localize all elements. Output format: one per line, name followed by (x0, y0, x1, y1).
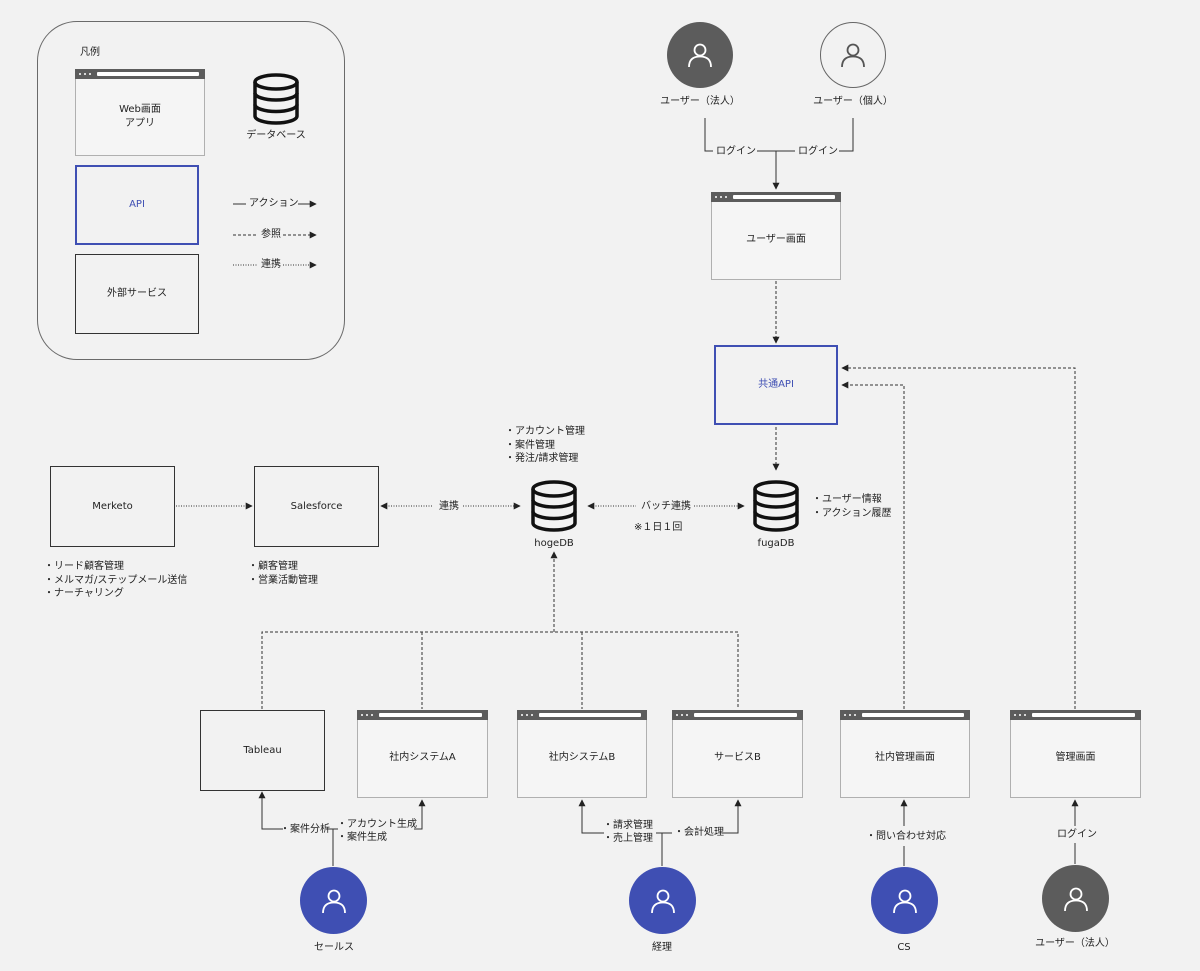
fugadb-label: fugaDB (757, 538, 795, 549)
edge-login-corp (704, 118, 713, 152)
billing-line: ・請求管理 (603, 820, 653, 831)
legend-api-label: API (129, 199, 145, 210)
edge-sales-tableau-2 (258, 791, 283, 830)
salesforce-label: Salesforce (290, 500, 343, 512)
internal-admin-box: 社内管理画面 (840, 710, 970, 798)
legend-reference-label: 参照 (261, 229, 281, 240)
legend-panel (37, 21, 345, 360)
login-left-label: ログイン (716, 146, 756, 157)
merketo-note: メルマガ/ステップメール送信 (44, 574, 187, 588)
batch-label: バッチ連携 (641, 501, 691, 512)
legend-api-box: API (75, 165, 199, 245)
login-bottom-label: ログイン (1057, 829, 1097, 840)
renkei-label: 連携 (439, 501, 459, 512)
legend-action-label: アクション (249, 198, 299, 209)
hogedb-note: 発注/請求管理 (505, 452, 585, 466)
account-create-label: ・アカウント生成 ・案件生成 (337, 818, 417, 844)
user-screen-box: ユーザー画面 (711, 192, 841, 280)
sales-label: セールス (314, 942, 354, 953)
legend-webapp-label: Web画面 アプリ (119, 103, 161, 129)
edge-login-individual (839, 118, 854, 152)
person-icon (300, 867, 367, 934)
account-create-line: ・アカウント生成 (337, 819, 417, 830)
merketo-note: ナーチャリング (44, 587, 187, 601)
anken-bunseki-label: ・案件分析 (280, 824, 330, 835)
person-icon (1042, 865, 1109, 932)
inquiry-label: ・問い合わせ対応 (866, 831, 946, 842)
person-icon (629, 867, 696, 934)
person-icon (871, 867, 938, 934)
legend-title: 凡例 (80, 47, 100, 58)
fugadb-notes: ユーザー情報 アクション履歴 (812, 493, 892, 520)
login-right-label: ログイン (798, 146, 838, 157)
service-b-box: サービスB (672, 710, 803, 798)
salesforce-notes: 顧客管理 営業活動管理 (248, 560, 318, 587)
database-icon (530, 480, 578, 536)
kaikei-label: ・会計処理 (674, 827, 724, 838)
legend-database-label: データベース (246, 130, 306, 141)
merketo-label: Merketo (92, 500, 133, 512)
user-screen-label: ユーザー画面 (746, 234, 806, 245)
person-icon (667, 22, 733, 88)
tableau-box: Tableau (200, 710, 325, 791)
salesforce-note: 顧客管理 (248, 560, 318, 574)
billing-label: ・請求管理 ・売上管理 (603, 819, 653, 845)
database-icon (252, 73, 300, 129)
legend-external-label: 外部サービス (107, 288, 167, 299)
hogedb-note: 案件管理 (505, 439, 585, 453)
sales-mgmt-line: ・売上管理 (603, 833, 653, 844)
hogedb-notes: アカウント管理 案件管理 発注/請求管理 (505, 425, 585, 466)
edge-acct-sysb (656, 832, 663, 866)
internal-system-b-label: 社内システムB (548, 752, 616, 763)
common-api-box: 共通API (714, 345, 838, 425)
user-corp-bottom-label: ユーザー（法人） (1035, 938, 1115, 949)
edge-acct-serviceb-2 (722, 799, 742, 834)
anken-create-line: ・案件生成 (337, 832, 387, 843)
internal-system-a-box: 社内システムA (357, 710, 488, 798)
admin-screen-label: 管理画面 (1055, 752, 1096, 763)
user-corp-top-label: ユーザー（法人） (660, 96, 740, 107)
hogedb-label: hogeDB (534, 538, 574, 549)
edge-internaladmin-api (841, 381, 905, 709)
merketo-box: Merketo (50, 466, 175, 547)
common-api-label: 共通API (758, 379, 794, 390)
internal-system-b-box: 社内システムB (517, 710, 647, 798)
internal-system-a-label: 社内システムA (389, 752, 456, 763)
legend-external-box: 外部サービス (75, 254, 199, 334)
cs-label: CS (897, 942, 911, 953)
user-individual-label: ユーザー（個人） (813, 96, 893, 107)
legend-webapp-box: Web画面 アプリ (75, 69, 205, 156)
admin-screen-box: 管理画面 (1010, 710, 1141, 798)
salesforce-box: Salesforce (254, 466, 379, 547)
merketo-notes: リード顧客管理 メルマガ/ステップメール送信 ナーチャリング (44, 560, 187, 601)
internal-admin-label: 社内管理画面 (875, 752, 935, 763)
person-icon (820, 22, 886, 88)
merketo-note: リード顧客管理 (44, 560, 187, 574)
edge-systems-bus (261, 631, 739, 709)
salesforce-note: 営業活動管理 (248, 574, 318, 588)
batch-note: ※１日１回 (634, 522, 683, 533)
database-icon (752, 480, 800, 536)
fugadb-note: アクション履歴 (812, 507, 892, 521)
edge-admin-api (841, 364, 1076, 709)
edge-sales-sysa-2 (414, 799, 426, 830)
fugadb-note: ユーザー情報 (812, 493, 892, 507)
hogedb-note: アカウント管理 (505, 425, 585, 439)
accounting-label: 経理 (652, 942, 672, 953)
edge-acct-sysb-2 (578, 799, 604, 834)
legend-integration-label: 連携 (261, 259, 281, 270)
service-b-label: サービスB (714, 752, 761, 763)
tableau-label: Tableau (243, 744, 282, 756)
